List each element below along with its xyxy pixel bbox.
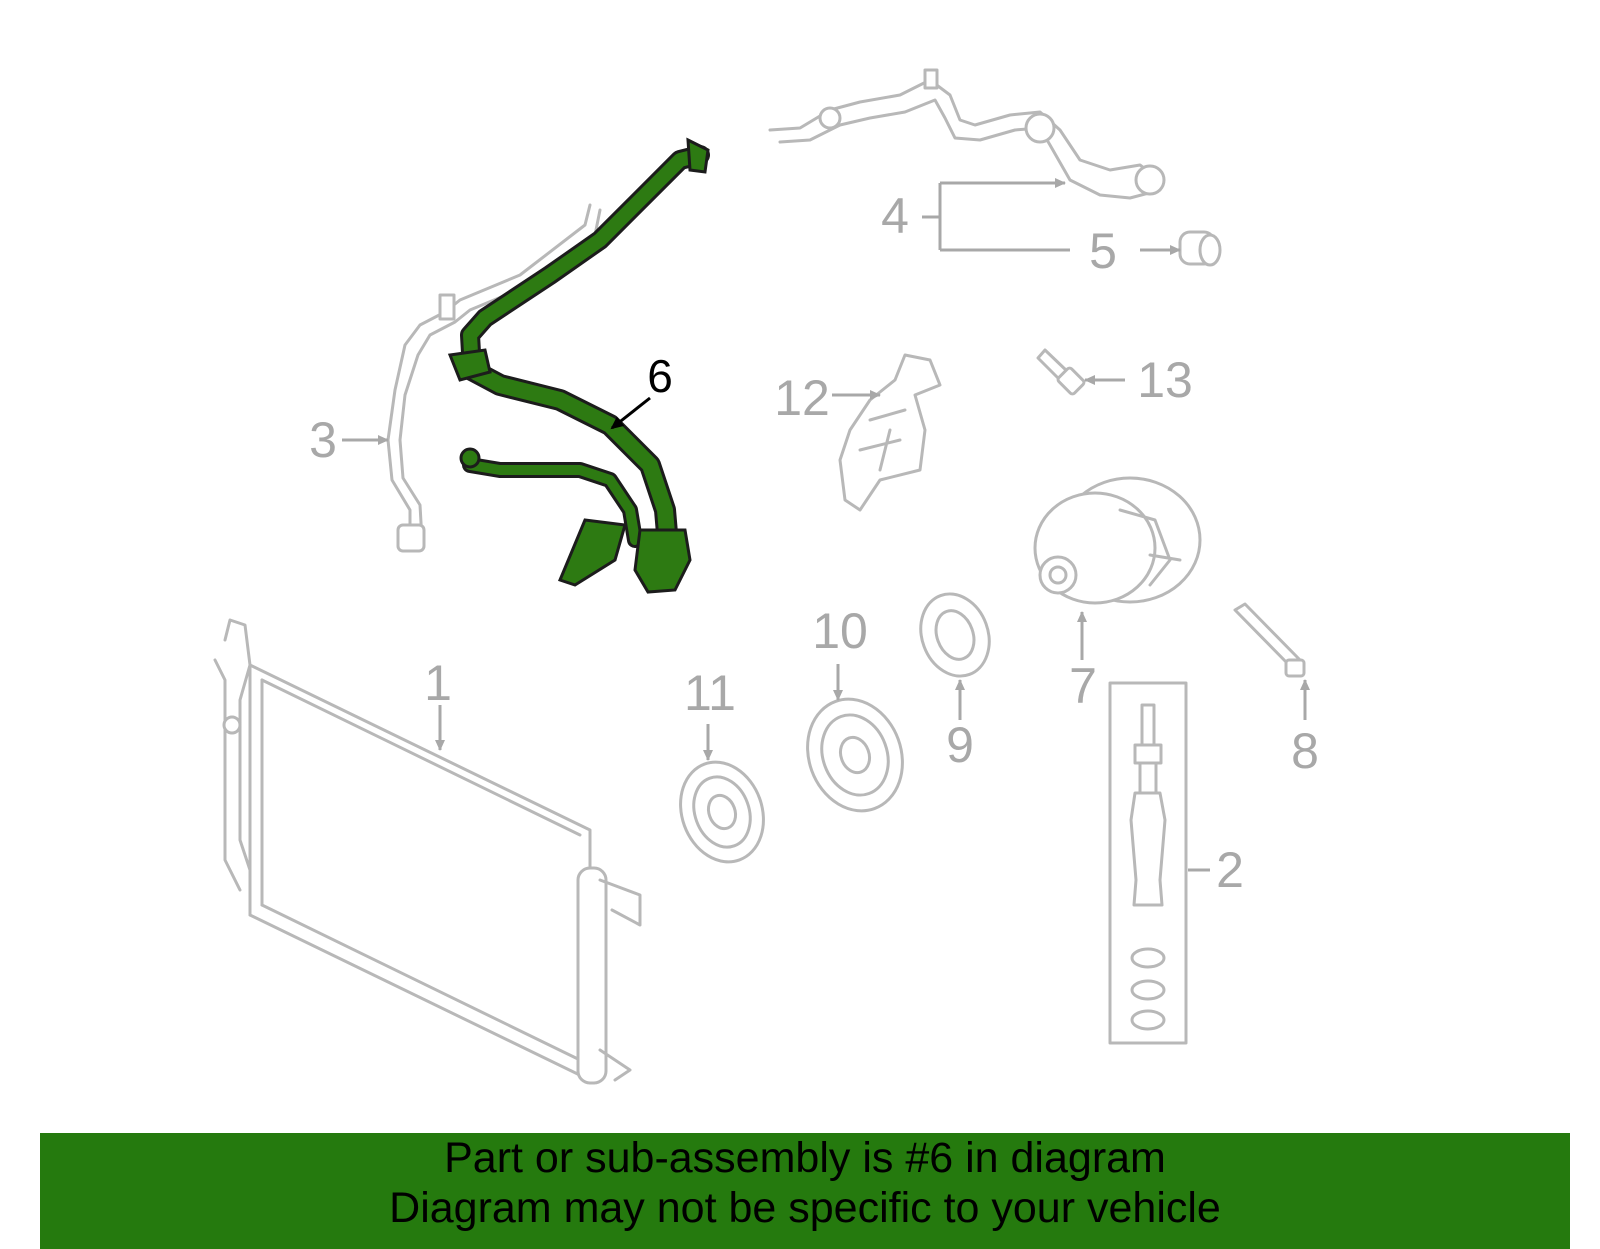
part-6-hose-assembly bbox=[447, 137, 710, 594]
label-5: 5 bbox=[1089, 223, 1117, 279]
part-12-bracket bbox=[838, 353, 942, 512]
label-9: 9 bbox=[946, 717, 974, 773]
part-1-condenser bbox=[213, 618, 642, 1085]
part-5-pressure-switch bbox=[1178, 230, 1222, 267]
label-11: 11 bbox=[684, 665, 736, 721]
part-7-compressor bbox=[1033, 476, 1202, 605]
label-2: 2 bbox=[1216, 842, 1244, 898]
part-11-clutch-hub bbox=[679, 760, 765, 864]
label-10: 10 bbox=[812, 603, 868, 659]
label-8: 8 bbox=[1291, 723, 1319, 779]
part-13-bolt bbox=[1036, 348, 1086, 396]
label-13: 13 bbox=[1137, 352, 1193, 408]
label-6: 6 bbox=[647, 350, 673, 402]
banner-line-1: Part or sub-assembly is #6 in diagram bbox=[444, 1134, 1166, 1182]
label-3: 3 bbox=[309, 412, 337, 468]
label-12: 12 bbox=[774, 370, 830, 426]
leader-lines bbox=[342, 183, 1310, 872]
label-4: 4 bbox=[881, 188, 909, 244]
part-9-seal bbox=[919, 592, 991, 678]
banner-line-2: Diagram may not be specific to your vehi… bbox=[389, 1184, 1221, 1232]
part-10-pulley bbox=[806, 697, 904, 813]
label-7: 7 bbox=[1069, 658, 1097, 714]
part-8-bolt bbox=[1233, 602, 1306, 678]
label-1: 1 bbox=[424, 655, 452, 711]
part-4-line-assembly bbox=[768, 68, 1166, 200]
part-2-valve-kit bbox=[1108, 681, 1188, 1045]
info-banner: Part or sub-assembly is #6 in diagram Di… bbox=[40, 1133, 1570, 1249]
